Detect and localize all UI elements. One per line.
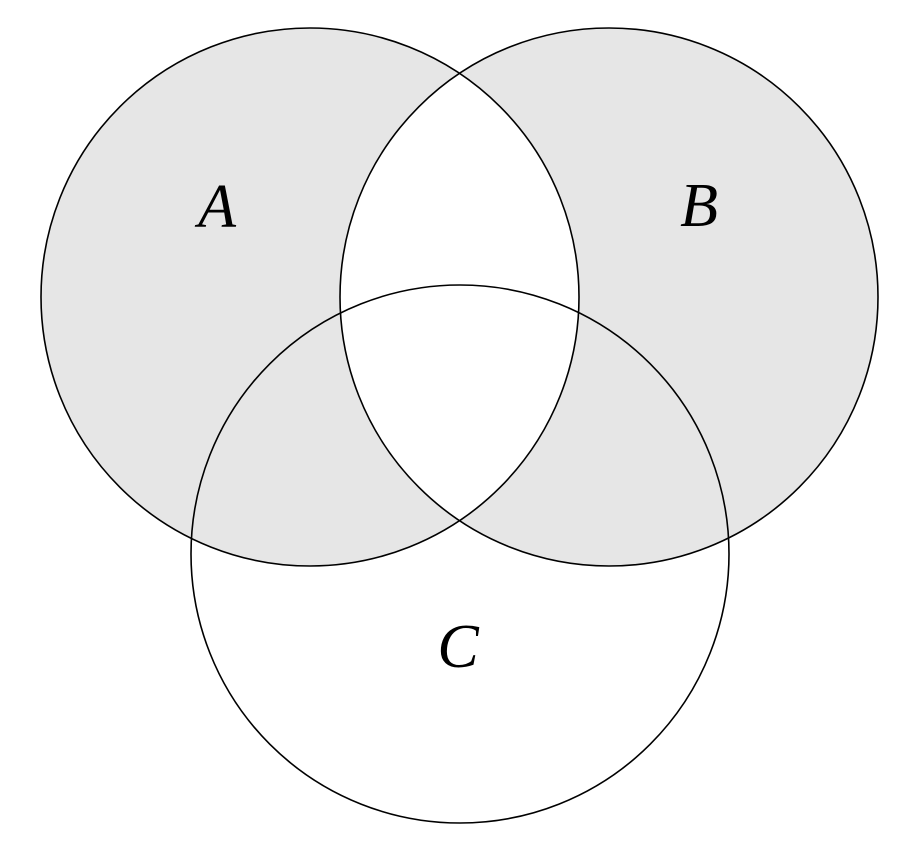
set-b-label: B [680, 172, 718, 240]
set-c-label: C [437, 613, 479, 681]
circle-b-outline [339, 27, 879, 567]
set-a-label: A [194, 173, 237, 241]
circle-a-outline [40, 27, 580, 567]
circle-c-outline [190, 284, 730, 824]
a-intersect-b-lens-knockout [340, 73, 579, 521]
